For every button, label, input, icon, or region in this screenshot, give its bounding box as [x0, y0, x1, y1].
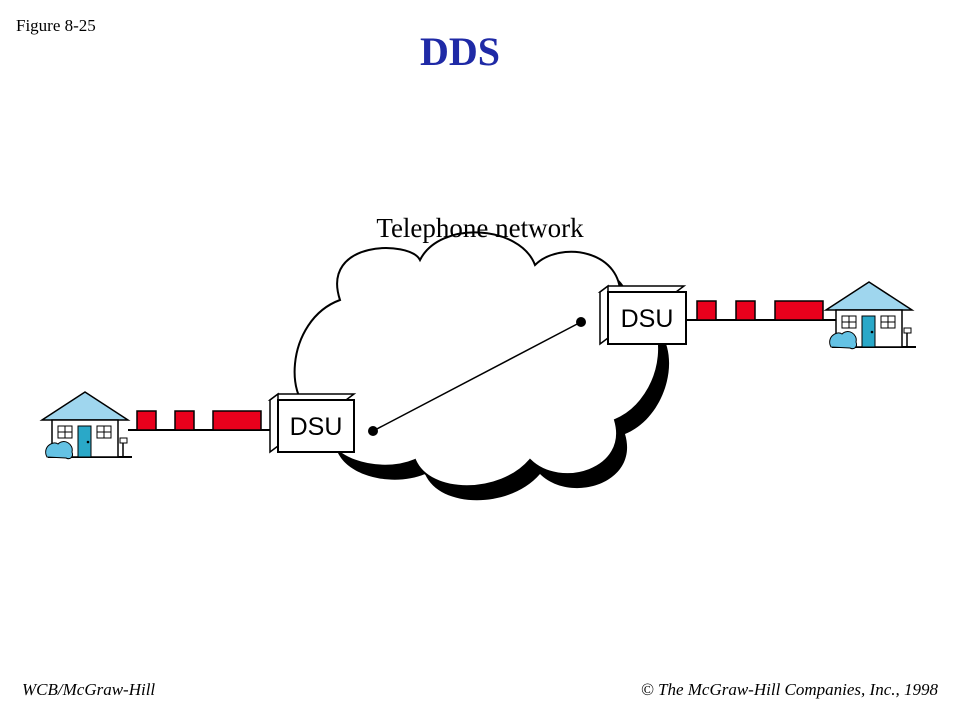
network-link [372, 321, 582, 432]
dsu-left-label: DSU [290, 413, 343, 441]
connection-point-right [576, 317, 586, 327]
cloud-icon [293, 231, 670, 501]
house-icon-left [39, 391, 132, 460]
figure-label: Figure 8-25 [16, 16, 96, 35]
dsu-box-icon-left: DSU [267, 392, 357, 454]
house-icon-right [823, 281, 916, 350]
copyright-footer: © The McGraw-Hill Companies, Inc., 1998 [640, 680, 938, 699]
connection-point-left [368, 426, 378, 436]
signal-right [696, 300, 824, 321]
network-label: Telephone network [376, 213, 584, 243]
signal-left [136, 410, 262, 431]
dsu-right-label: DSU [621, 305, 674, 333]
page-title: DDS [419, 29, 501, 74]
dsu-box-icon-right: DSU [597, 284, 687, 346]
publisher-footer: WCB/McGraw-Hill [22, 680, 156, 699]
